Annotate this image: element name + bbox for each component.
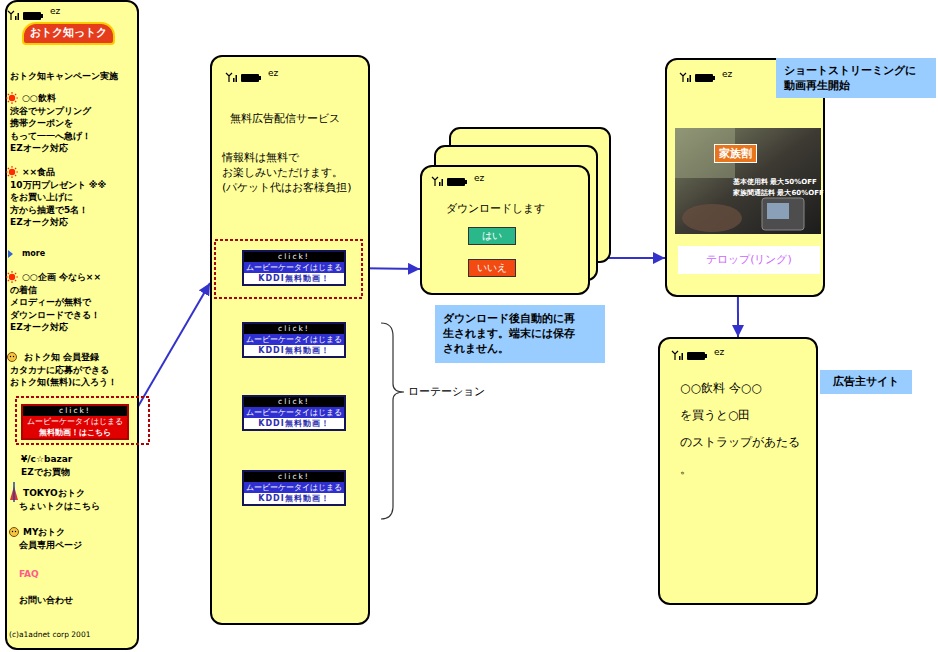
phone-screen: ez ○○飲料 今○○を買うと○田 のストラップがあたる 。 [658,337,818,605]
note-text: ダウンロード後自動的に再生されます。端末には保存されません。 [443,311,583,356]
annotation-label: 家族間通話料 最大60%OFF [733,188,824,198]
screen-text: MYおトク 会員専用ページ [19,526,99,551]
banner-text: ムービーケータイはじまる [244,334,344,345]
screen-text: ××食品 10万円プレゼント ※※をお買い上げに 方から抽選で5名！ EZオーク… [10,166,110,229]
flow-arrow [129,283,210,422]
banner-text: click! [244,324,344,334]
screen-text: ¥/c☆bazar EZでお買物 [21,453,101,478]
screen-text: おトク知キャンペーン実施 [10,70,118,83]
banner-text: click! [23,406,127,416]
screen-text: おトク知っトク [22,22,115,45]
note-text: 広告主サイト [820,370,912,394]
banner-text: KDDI無料動画！ [244,345,344,356]
banner-text: ムービーケータイはじまる [244,482,344,493]
banner-text: KDDI無料動画！ [244,493,344,504]
screen-text: ez [474,172,484,185]
screen-text: (c)a1adnet corp 2001 [9,629,90,642]
button-text: はい [469,228,515,244]
phone-screen: ez おトク知っトクおトク知キャンペーン実施 ○○飲料 渋谷でサンプリング 携帯クー… [5,0,139,650]
screen-text: ○○企画 今なら××の着信 メロディーが無料で ダウンロードできる！ EZオーク… [10,271,110,334]
banner-text: KDDI無料動画！ [244,418,344,429]
telop-box: テロップ(リング) [678,246,820,274]
banner-ad: click!ムービーケータイはじまるKDDI無料動画！ [242,470,346,506]
phone-screen: ez 無料広告配信サービス情報料は無料で お楽しみいただけます。 (パケット代はお… [210,55,370,625]
banner-text: ムービーケータイはじまる [244,262,344,273]
no-button: いいえ [468,259,516,277]
banner-ad: click!ムービーケータイはじまる無料動画！はこちら [21,404,129,440]
screen-text: ez [714,346,724,359]
banner-text: KDDI無料動画！ [244,273,344,284]
banner-text: ムービーケータイはじまる [23,416,127,427]
banner-ad: click!ムービーケータイはじまるKDDI無料動画！ [242,322,346,358]
screen-text: お問い合わせ [19,594,73,607]
banner-text: click! [244,472,344,482]
banner-text: ムービーケータイはじまる [244,407,344,418]
yes-button: はい [468,227,516,245]
note-text: ショートストリーミングに動画再生開始 [784,63,922,93]
flow-arrow [737,297,739,337]
annotation-label: ローテーション [408,384,485,399]
screen-text: ○○飲料 今○○を買うと○田 のストラップがあたる 。 [680,375,808,483]
screen-text: FAQ [19,568,39,581]
screen-text: ○○飲料 渋谷でサンプリング 携帯クーポンを もって一一へ急げ！ EZオーク対応 [10,92,110,155]
phone-screen: ez ダウンロードしますはいいいえ [420,165,590,295]
screen-text: 無料広告配信サービス [230,113,340,126]
annotation-label: 家族割 [714,144,757,163]
banner-ad: click!ムービーケータイはじまるKDDI無料動画！ [242,395,346,431]
note-box: ショートストリーミングに動画再生開始 [776,58,936,98]
screen-text: おトク知 会員登録 カタカナに応募ができる おトク知(無料)に入ろう！ [10,351,134,389]
banner-text: 無料動画！はこちら [23,427,127,438]
annotation-label: 基本使用料 最大50%OFF [733,177,817,187]
banner-text: click! [244,252,344,262]
note-box: 広告主サイト [820,370,912,394]
screen-text: ez [722,68,732,81]
screen-text: ダウンロードします [446,203,545,216]
screen-text: ez [50,5,60,18]
screen-text: ez [268,67,278,80]
rotation-bracket [381,323,404,519]
banner-text: click! [244,397,344,407]
screen-text: 情報料は無料で お楽しみいただけます。 (パケット代はお客様負担) [222,150,364,195]
screen-text: more [10,248,45,261]
button-text: いいえ [469,260,515,276]
screen-text: TOKYOおトク ちょいトクはこちら [19,487,111,512]
note-box: ダウンロード後自動的に再生されます。端末には保存されません。 [435,305,605,363]
banner-ad: click!ムービーケータイはじまるKDDI無料動画！ [242,250,346,286]
telop-text: テロップ(リング) [678,246,820,274]
